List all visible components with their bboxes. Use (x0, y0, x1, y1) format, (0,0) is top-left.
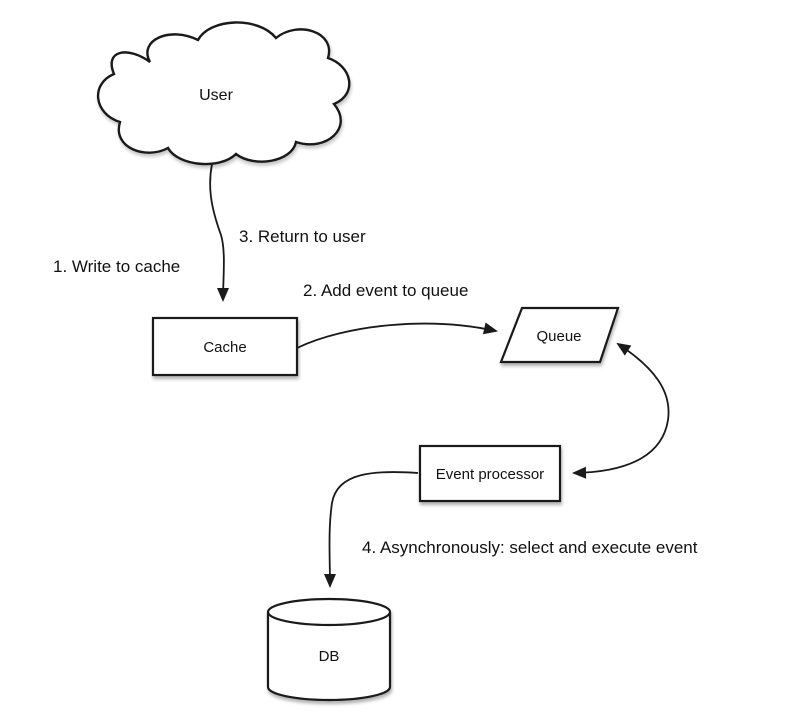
queue-node-label: Queue (536, 328, 581, 345)
edge-label-async-select-execute: 4. Asynchronously: select and execute ev… (362, 538, 698, 557)
db-node-label: DB (319, 648, 340, 665)
db-cylinder-top (266, 597, 392, 627)
user-node-label: User (199, 87, 233, 104)
db-cylinder-body (266, 612, 392, 702)
arrow-event-processor-to-db (323, 471, 419, 588)
event-processor-node-label: Event processor (436, 466, 544, 483)
db-node-shape (266, 597, 392, 702)
edge-label-write-to-cache: 1. Write to cache (53, 257, 180, 276)
event-processor-node-shape (418, 444, 562, 503)
user-cloud-shape (97, 21, 351, 166)
arrow-user-to-cache (209, 163, 230, 302)
arrow-queue-event-processor (572, 342, 670, 479)
cache-node-label: Cache (203, 339, 246, 356)
arrow-cache-to-queue (296, 322, 498, 349)
edge-label-add-event-to-queue: 2. Add event to queue (303, 281, 468, 300)
queue-node-shape (499, 306, 620, 364)
cache-node-shape (151, 316, 299, 377)
edge-label-return-to-user: 3. Return to user (239, 227, 366, 246)
